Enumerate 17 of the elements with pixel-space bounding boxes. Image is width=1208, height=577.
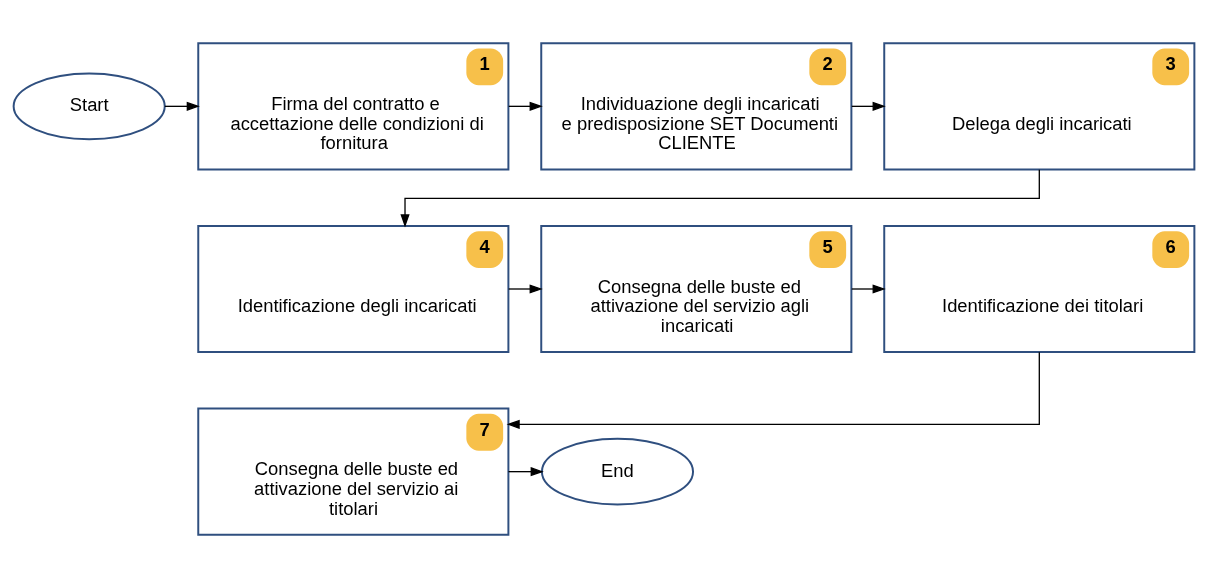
node-box: 4 Identificazione degli incaricati: [197, 224, 510, 353]
arrow: [400, 168, 1040, 227]
node-box: 5 Consegna delle buste ed attivazione del servizio agli incaricati: [540, 224, 853, 353]
node-box: 2 Individuazione degli incaricati e predisposizione SET Documenti CLIENTE: [540, 41, 853, 170]
arrow: [508, 283, 543, 294]
node-box: 3 Delega degli incaricati: [883, 41, 1196, 170]
arrow: [507, 466, 544, 476]
node-box: 1 Firma del contratto e accettazione delle condizioni di fornitura: [197, 41, 510, 170]
arrow: [164, 101, 200, 111]
arrow: [506, 351, 1040, 429]
node-ellipse: End: [540, 437, 694, 505]
node-box: 7 Consegna delle buste ed attivazione del servizio ai titolari: [197, 407, 510, 536]
node-ellipse: Start: [12, 72, 166, 140]
arrow: [851, 101, 886, 111]
arrow: [851, 283, 886, 294]
arrow: [508, 101, 543, 111]
node-box: 6 Identificazione dei titolari: [883, 224, 1196, 353]
